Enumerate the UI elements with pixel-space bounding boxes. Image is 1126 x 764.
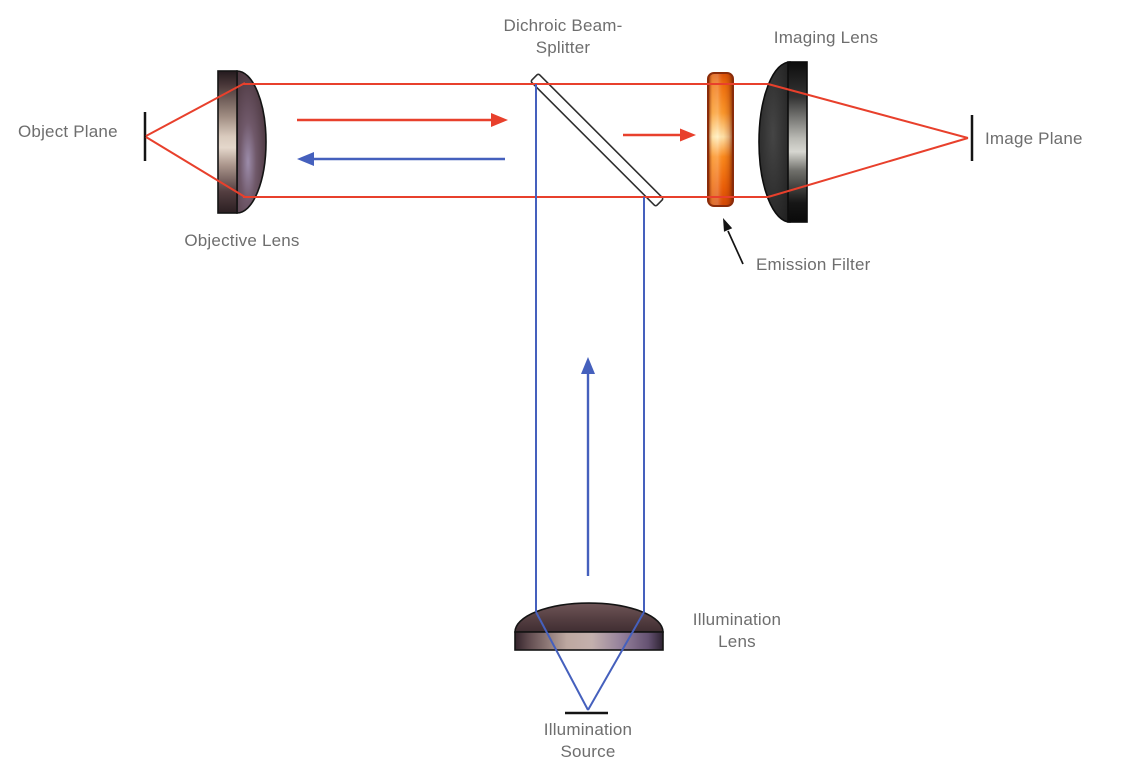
emission-ray-object-to-lens-bottom: [145, 136, 246, 198]
arrow-head: [680, 128, 696, 142]
emission-filter-pointer-arrow: [723, 218, 744, 265]
illumination-source-label-line2: Source: [560, 742, 616, 761]
objective-lens: [217, 70, 267, 214]
illumination-lens-label-line2: Lens: [718, 632, 756, 651]
objective-lens-label: Objective Lens: [184, 231, 300, 250]
object-plane-label: Object Plane: [18, 122, 118, 141]
illumination-lens-label-line1: Illumination: [692, 610, 782, 629]
imaging-lens-dome: [758, 61, 791, 223]
illumination-lens-body: [514, 631, 664, 651]
arrow-shaft: [727, 230, 744, 265]
excitation-ray-left-converging: [535, 611, 589, 711]
excitation-direction-arrow-left: [297, 152, 505, 166]
emission-direction-arrow-post-splitter: [623, 128, 696, 142]
image-plane-label: Image Plane: [985, 129, 1083, 148]
dichroic-beamsplitter-label-line2: Splitter: [535, 38, 591, 57]
excitation-direction-arrow-up: [581, 357, 595, 576]
illumination-source-label: Illumination Source: [528, 719, 648, 763]
emission-ray-converge-bottom: [767, 137, 969, 198]
emission-filter: [707, 72, 734, 207]
objective-lens-body: [217, 70, 238, 214]
emission-ray-path: [145, 82, 969, 198]
arrow-head: [491, 113, 508, 127]
imaging-lens-body: [787, 61, 808, 223]
illumination-source-label-line1: Illumination: [543, 720, 633, 739]
arrow-head: [723, 218, 733, 232]
excitation-ray-path: [535, 84, 645, 711]
arrow-head: [297, 152, 314, 166]
dichroic-beamsplitter-label-line1: Dichroic Beam-: [503, 16, 623, 35]
illumination-lens-label: Illumination Lens: [677, 609, 797, 653]
imaging-lens-label: Imaging Lens: [773, 28, 879, 47]
illumination-lens: [514, 602, 664, 651]
dichroic-beamsplitter-label: Dichroic Beam- Splitter: [488, 15, 638, 59]
imaging-lens: [758, 61, 808, 223]
emission-filter-shading: [709, 74, 732, 205]
emission-ray-object-to-lens-top: [145, 82, 246, 137]
arrow-head: [581, 357, 595, 374]
dichroic-beamsplitter: [530, 73, 664, 207]
objective-lens-dome: [236, 70, 267, 214]
excitation-ray-right-converging: [587, 611, 645, 711]
emission-ray-converge-top: [767, 83, 969, 139]
emission-filter-label: Emission Filter: [756, 255, 871, 274]
illumination-lens-dome: [514, 602, 664, 633]
emission-direction-arrow-left-section: [297, 113, 508, 127]
